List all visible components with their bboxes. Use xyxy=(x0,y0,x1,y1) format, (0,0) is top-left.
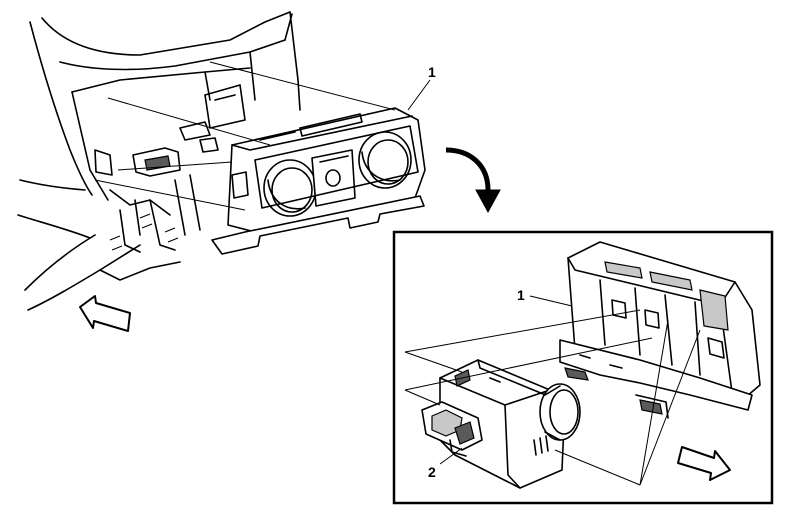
inset-leader-lines xyxy=(404,309,701,486)
inset-callout-2: 2 xyxy=(428,447,463,480)
hvac-control-module xyxy=(211,107,426,255)
curved-arrow-icon xyxy=(445,147,501,214)
inset-housing xyxy=(559,241,761,419)
inset-callout-2-label: 2 xyxy=(428,464,436,480)
inset-control-switch xyxy=(421,359,581,489)
inset-callout-1: 1 xyxy=(517,287,573,307)
outline-arrow-icon xyxy=(677,446,731,481)
alignment-leader-lines xyxy=(94,61,396,211)
inset-detail-view: 1 2 xyxy=(392,230,774,505)
outline-arrow-icon xyxy=(79,295,131,332)
inset-callout-1-label: 1 xyxy=(517,287,525,303)
main-callout: 1 xyxy=(407,64,436,111)
instrument-panel-opening xyxy=(17,11,301,311)
main-callout-label: 1 xyxy=(428,64,436,80)
